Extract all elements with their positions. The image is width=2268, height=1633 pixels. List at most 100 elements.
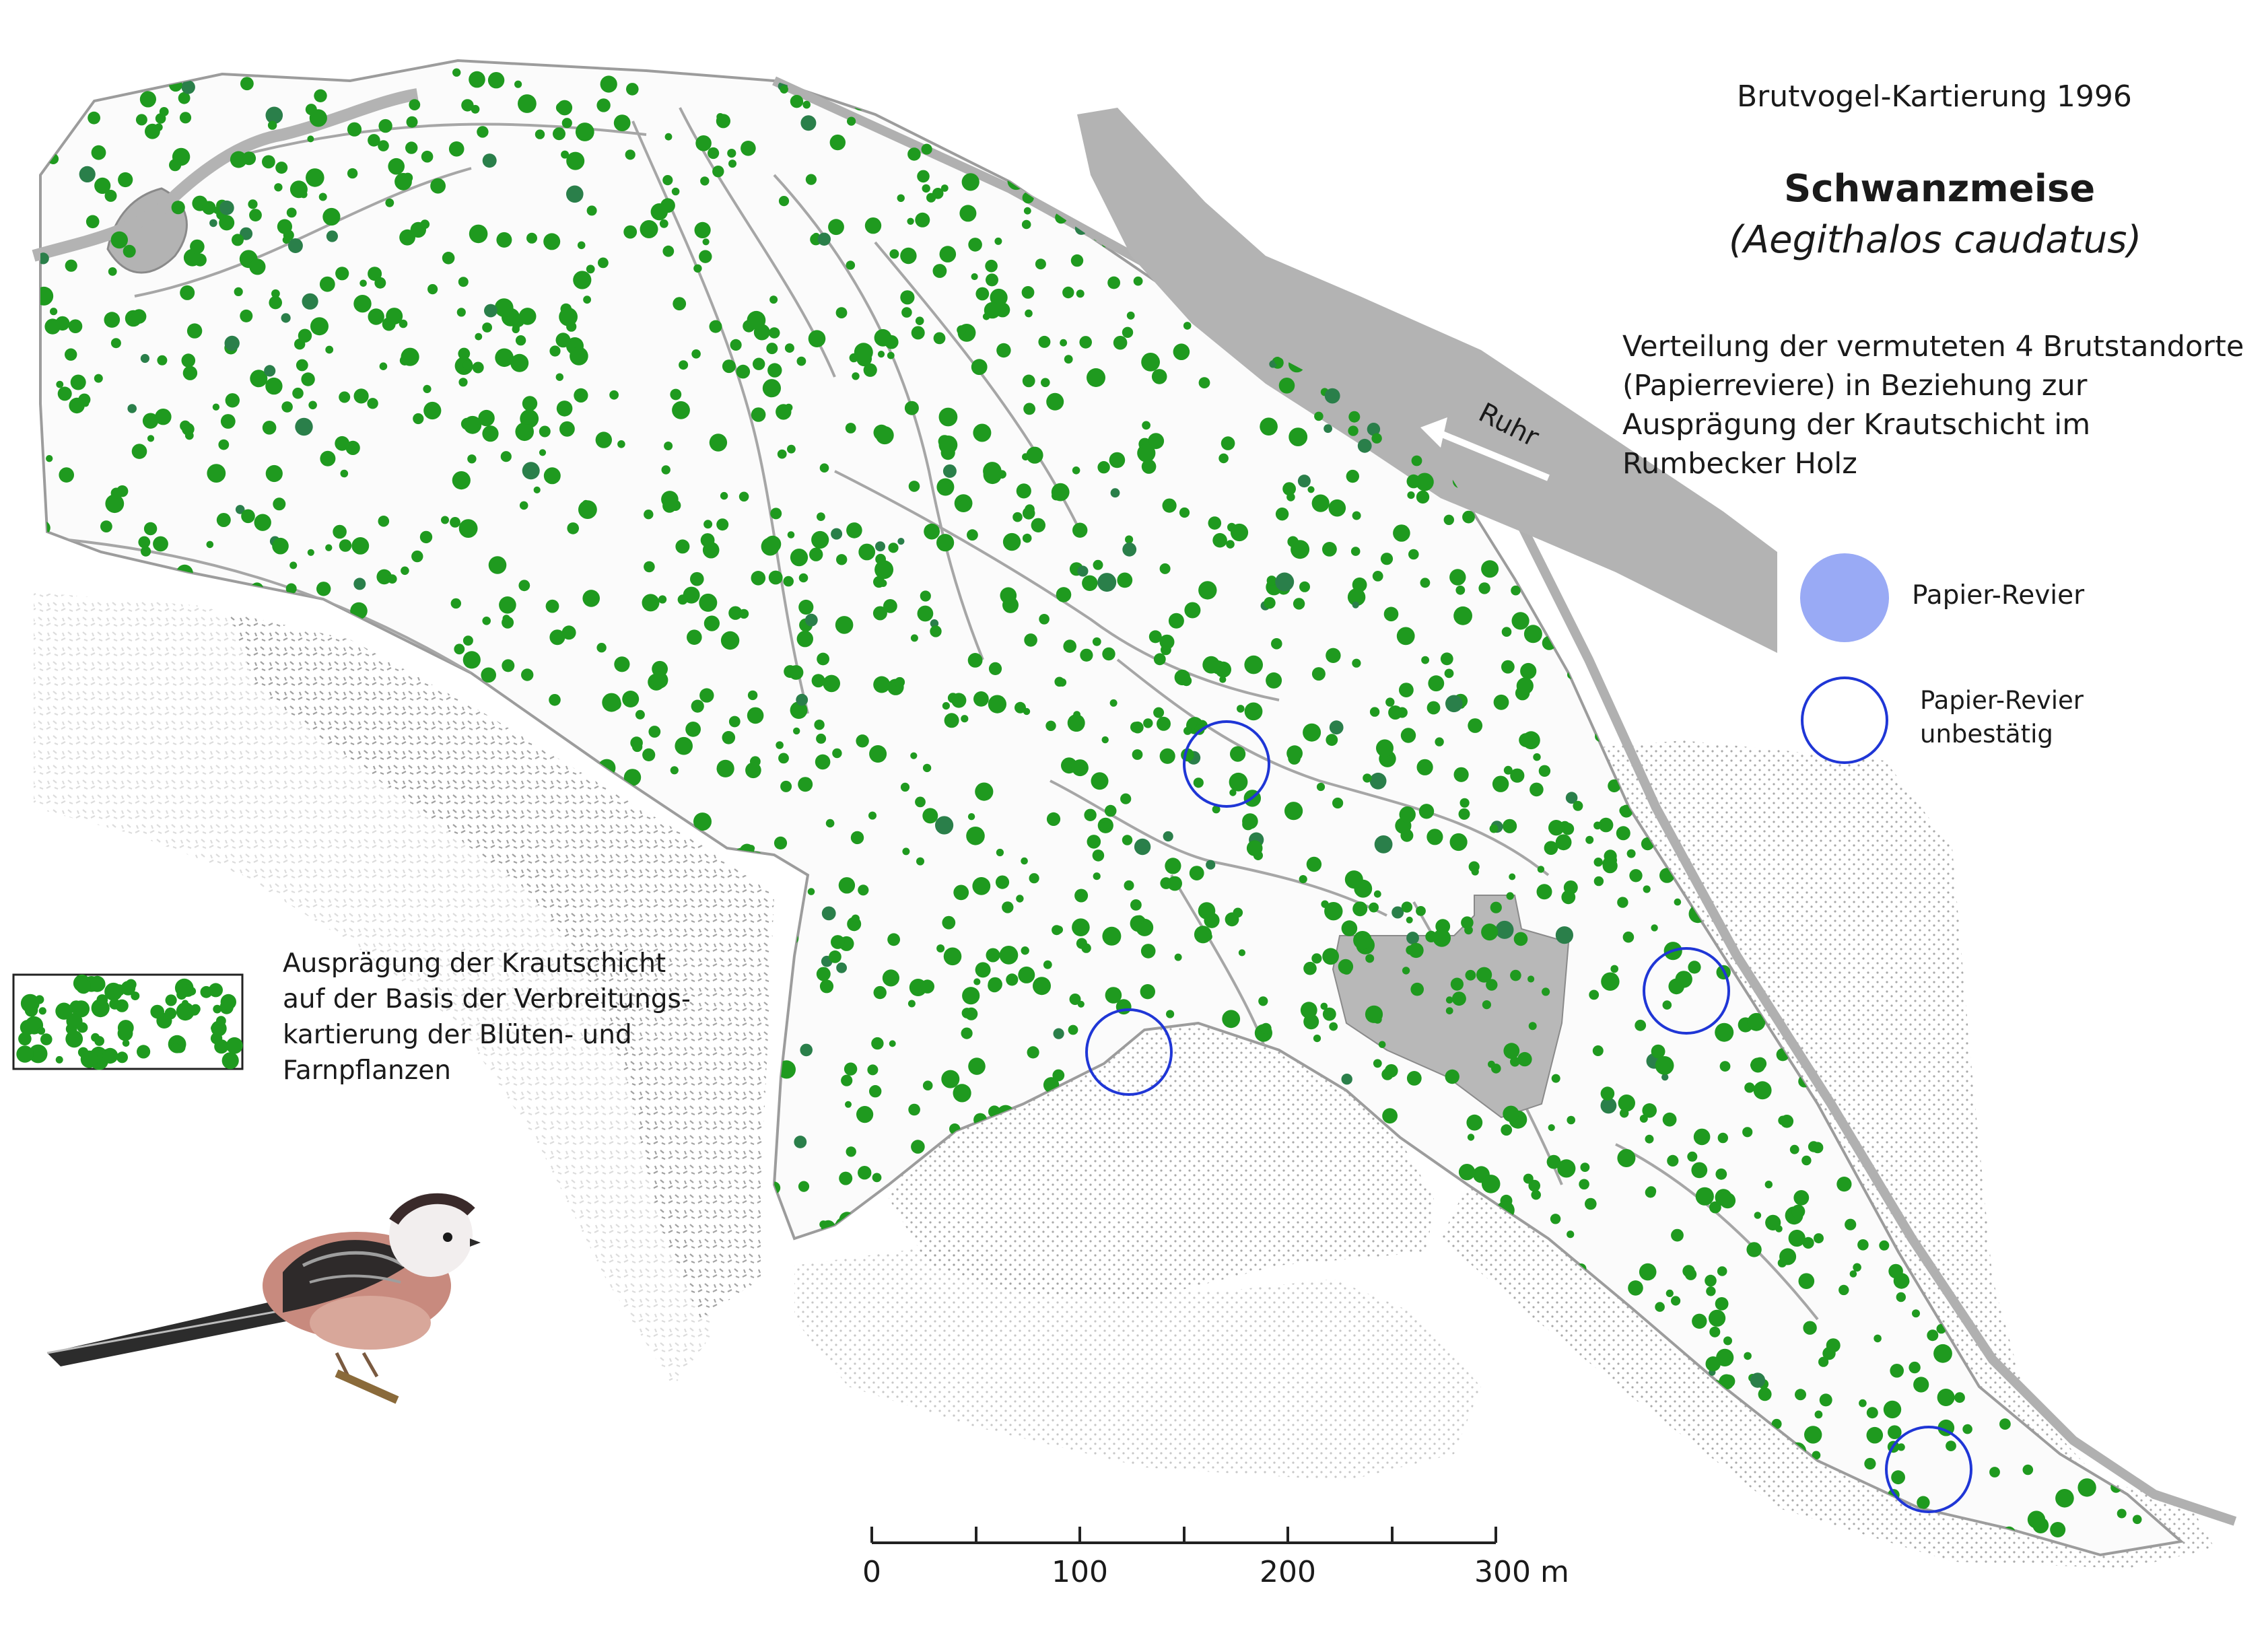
herb-dot [311, 1521, 324, 1533]
herb-dot [2103, 596, 2121, 615]
herb-dot [450, 517, 460, 528]
legend-herb-dot [182, 1000, 188, 1007]
herb-dot [1021, 62, 1039, 80]
herb-dot [1372, 571, 1383, 582]
herb-dot [717, 1463, 732, 1478]
herb-dot [1193, 777, 1204, 788]
herb-dot [916, 857, 924, 866]
herb-dot [2169, 566, 2178, 575]
herb-dot [1521, 308, 1534, 320]
herb-dot [532, 1539, 547, 1552]
herb-dot [248, 1392, 265, 1408]
herb-dot [97, 1318, 106, 1327]
herb-dot [996, 343, 1011, 358]
herb-dot [1453, 606, 1473, 625]
herb-dot [968, 1057, 986, 1075]
herb-dot [930, 625, 942, 637]
herb-dot [2077, 1280, 2084, 1288]
legend-herb-dot [171, 1043, 180, 1053]
territory-4[interactable] [1885, 1426, 1972, 1513]
herb-dot [2036, 873, 2047, 884]
legend-herb-dot [55, 1055, 63, 1064]
herb-dot [2135, 1409, 2148, 1422]
herb-dot [1352, 601, 1359, 609]
herb-dot [2081, 990, 2096, 1006]
herb-dot [1404, 291, 1422, 309]
legend-herb-dot [209, 983, 223, 998]
herb-dot [498, 1315, 514, 1331]
herb-dot [1705, 1274, 1717, 1287]
herb-dot [209, 1455, 221, 1467]
territory-2[interactable] [1085, 1008, 1173, 1096]
herb-dot [1080, 648, 1093, 662]
territory-3[interactable] [1643, 947, 1730, 1035]
herb-dot [143, 522, 158, 536]
herb-dot [1923, 670, 1937, 685]
herb-dot [137, 1247, 151, 1261]
herb-dot [44, 843, 63, 860]
herb-dot [1585, 835, 1594, 844]
herb-dot [482, 322, 492, 333]
herb-dot [1617, 268, 1628, 279]
herb-dot [821, 1514, 835, 1529]
herb-dot [475, 1506, 490, 1522]
herb-dot [738, 491, 749, 502]
herb-dot [491, 1414, 510, 1432]
herb-dot [973, 691, 989, 707]
herb-dot [90, 1097, 100, 1107]
herb-dot [1022, 374, 1035, 388]
herb-dot [767, 870, 778, 881]
herb-dot [96, 836, 112, 853]
herb-dot [1501, 121, 1517, 137]
herb-dot [40, 840, 44, 848]
herb-dot [2029, 936, 2047, 954]
herb-dot [1141, 353, 1160, 372]
herb-dot [1451, 992, 1466, 1006]
herb-dot [1530, 172, 1544, 186]
herb-dot [518, 308, 537, 325]
herb-dot [994, 237, 1002, 245]
herb-dot [1316, 782, 1326, 792]
herb-dot [374, 1513, 383, 1523]
legend-herb-dot [220, 994, 236, 1010]
herb-dot [608, 1381, 621, 1393]
herb-dot [671, 187, 680, 196]
herb-dot [200, 1546, 215, 1555]
herb-dot [1954, 1392, 1965, 1403]
herb-dot [1374, 835, 1393, 854]
herb-dot [1378, 1041, 1386, 1049]
herb-dot [659, 219, 668, 228]
herb-dot [1029, 873, 1039, 884]
herb-dot [846, 522, 862, 538]
herb-dot [838, 1224, 855, 1242]
herb-dot [209, 219, 217, 228]
herb-dot [1655, 1056, 1674, 1075]
herb-dot [141, 546, 151, 557]
herb-dot [1401, 1265, 1412, 1276]
herb-dot [1173, 343, 1190, 360]
herb-dot [1478, 148, 1486, 157]
herb-dot [2092, 867, 2111, 886]
herb-dot [77, 925, 90, 938]
herb-dot [1132, 721, 1144, 734]
herb-dot [1097, 573, 1117, 592]
herb-dot [1542, 359, 1552, 370]
legend-herb-dot [188, 1005, 200, 1016]
herb-dot [1027, 1046, 1039, 1059]
herb-dot [2172, 1013, 2181, 1027]
herb-dot [482, 153, 497, 168]
herb-dot [1993, 137, 2004, 149]
herb-dot [835, 307, 848, 318]
territory-1[interactable] [1183, 720, 1270, 808]
herb-dot [2041, 886, 2051, 895]
herb-dot [1251, 112, 1266, 127]
herb-dot [219, 200, 234, 215]
herb-dot [283, 1398, 291, 1407]
herb-dot [2157, 1050, 2172, 1065]
herb-dot [802, 1378, 813, 1388]
herb-dot [1419, 125, 1429, 134]
herb-dot [90, 1368, 106, 1383]
herb-dot [206, 541, 214, 549]
herb-dot [2170, 207, 2181, 219]
herb-dot [1490, 184, 1501, 194]
